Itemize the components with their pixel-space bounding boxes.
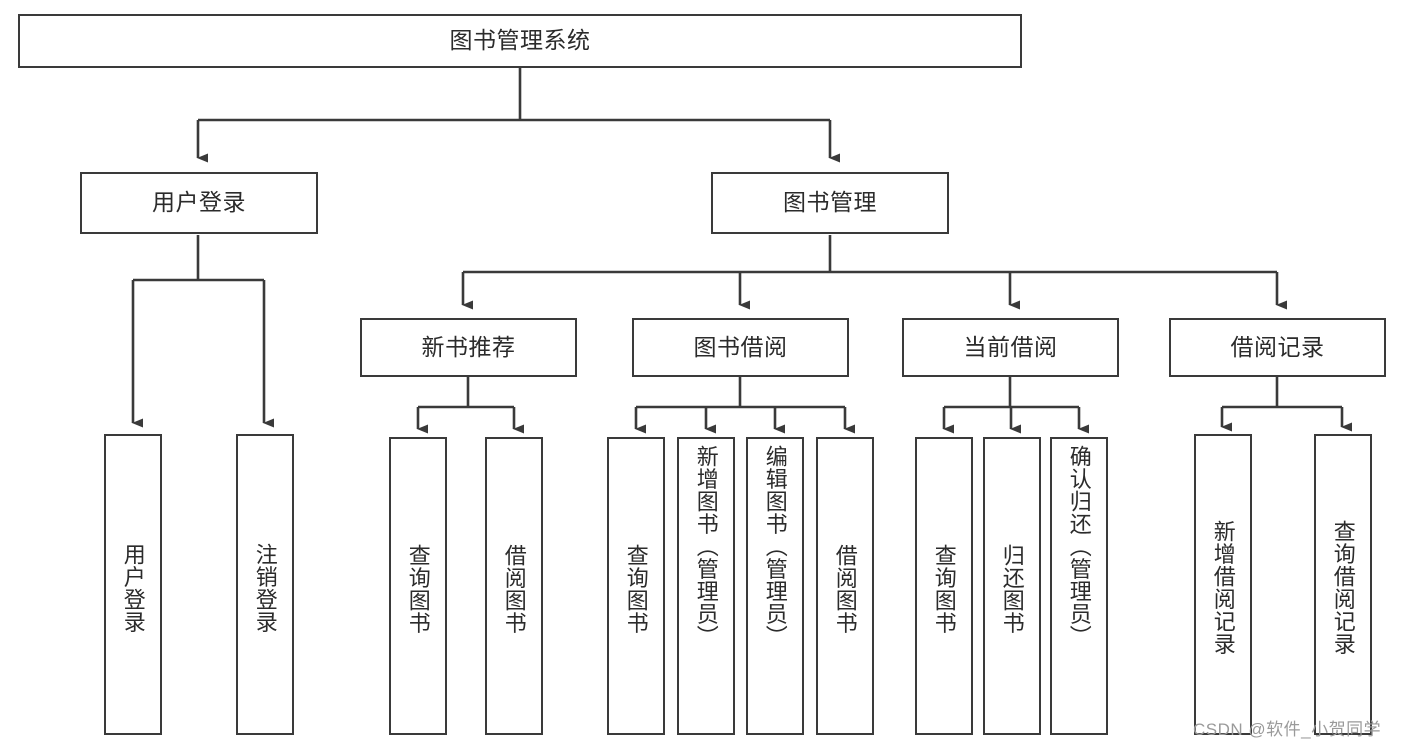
node-current-borrow[interactable]: 当前借阅: [902, 318, 1119, 377]
node-borrow-records-label: 借阅记录: [1230, 333, 1325, 360]
leaf-records-query-record[interactable]: 查询借阅记录: [1314, 434, 1372, 735]
node-book-management-label: 图书管理: [783, 189, 877, 216]
leaf-borrow-edit-book-label: 编辑图书（管理员）: [762, 445, 788, 648]
leaf-borrow-query-book-label: 查询图书: [623, 544, 649, 634]
node-root-label: 图书管理系统: [449, 27, 591, 54]
leaf-records-add-record[interactable]: 新增借阅记录: [1194, 434, 1252, 735]
leaf-records-add-record-label: 新增借阅记录: [1210, 520, 1236, 655]
leaf-borrow-add-book-label: 新增图书（管理员）: [693, 445, 719, 648]
leaf-borrow-borrow-book[interactable]: 借阅图书: [816, 437, 874, 735]
node-borrow-records[interactable]: 借阅记录: [1169, 318, 1386, 377]
node-user-login[interactable]: 用户登录: [80, 172, 318, 234]
leaf-user-login[interactable]: 用户登录: [104, 434, 162, 735]
node-root[interactable]: 图书管理系统: [18, 14, 1022, 68]
leaf-recommend-borrow-book-label: 借阅图书: [501, 544, 527, 634]
leaf-borrow-borrow-book-label: 借阅图书: [832, 544, 858, 634]
leaf-recommend-query-book[interactable]: 查询图书: [389, 437, 447, 735]
node-current-borrow-label: 当前借阅: [963, 333, 1058, 360]
leaf-current-return-book-label: 归还图书: [999, 544, 1025, 634]
leaf-current-confirm-return-label: 确认归还（管理员）: [1066, 445, 1092, 648]
leaf-borrow-add-book[interactable]: 新增图书（管理员）: [677, 437, 735, 735]
leaf-current-query-book-label: 查询图书: [931, 544, 957, 634]
leaf-logout[interactable]: 注销登录: [236, 434, 294, 735]
leaf-records-query-record-label: 查询借阅记录: [1330, 520, 1356, 655]
node-book-borrow-label: 图书借阅: [693, 333, 788, 360]
leaf-logout-label: 注销登录: [252, 542, 278, 633]
leaf-recommend-query-book-label: 查询图书: [405, 544, 431, 634]
leaf-recommend-borrow-book[interactable]: 借阅图书: [485, 437, 543, 735]
leaf-current-return-book[interactable]: 归还图书: [983, 437, 1041, 735]
node-new-book-recommend-label: 新书推荐: [421, 333, 516, 360]
csdn-watermark: CSDN @软件_小贺同学: [1193, 720, 1382, 739]
node-book-management[interactable]: 图书管理: [711, 172, 949, 234]
leaf-current-confirm-return[interactable]: 确认归还（管理员）: [1050, 437, 1108, 735]
node-new-book-recommend[interactable]: 新书推荐: [360, 318, 577, 377]
leaf-borrow-edit-book[interactable]: 编辑图书（管理员）: [746, 437, 804, 735]
leaf-user-login-label: 用户登录: [120, 542, 146, 633]
leaf-borrow-query-book[interactable]: 查询图书: [607, 437, 665, 735]
leaf-current-query-book[interactable]: 查询图书: [915, 437, 973, 735]
node-book-borrow[interactable]: 图书借阅: [632, 318, 849, 377]
node-user-login-label: 用户登录: [152, 189, 246, 216]
